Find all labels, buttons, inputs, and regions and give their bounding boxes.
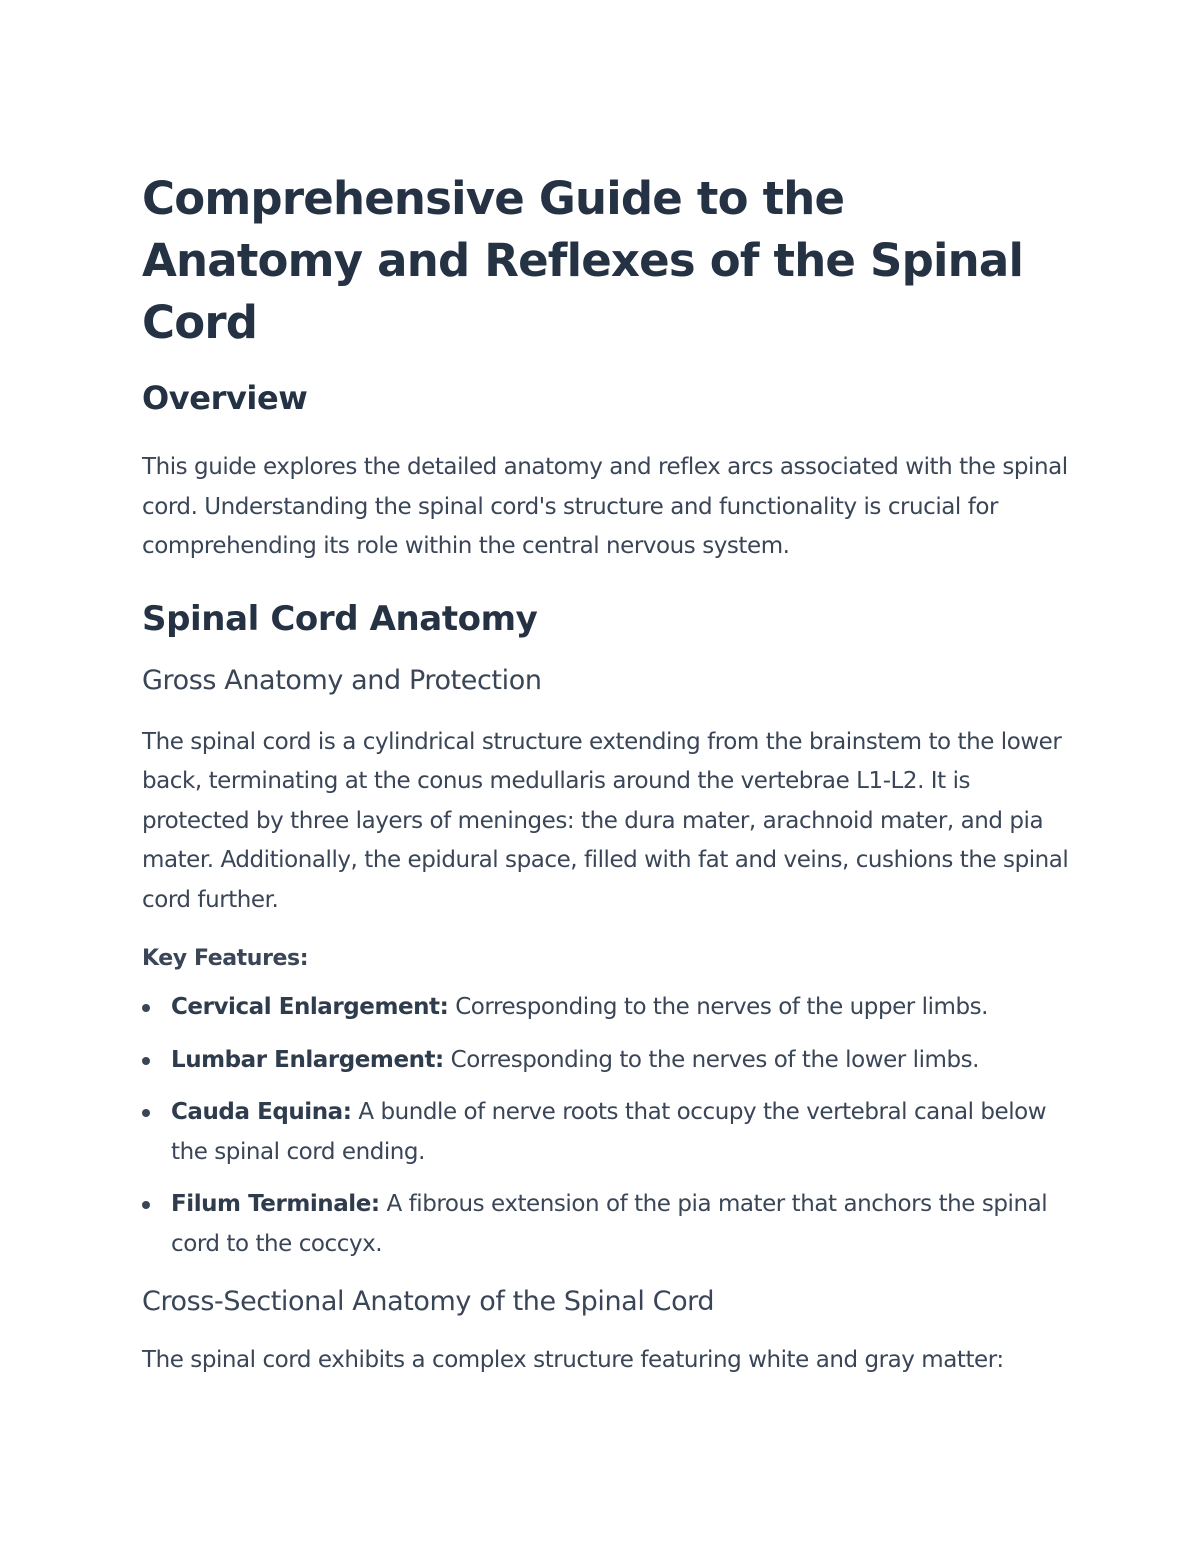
list-item: Filum Terminale: A fibrous extension of … <box>142 1185 1072 1264</box>
key-features-list: Cervical Enlargement: Corresponding to t… <box>142 988 1072 1264</box>
list-item: Lumbar Enlargement: Corresponding to the… <box>142 1041 1072 1081</box>
bullet-icon <box>142 1056 150 1065</box>
bullet-icon <box>142 1201 150 1209</box>
feature-term: Cauda Equina: <box>171 1099 352 1125</box>
gross-anatomy-paragraph: The spinal cord is a cylindrical structu… <box>142 728 1069 913</box>
feature-description: A bundle of nerve roots that occupy the … <box>171 1099 1047 1165</box>
document-page: Comprehensive Guide to the Anatomy and R… <box>142 168 1072 1381</box>
list-item: Cauda Equina: A bundle of nerve roots th… <box>142 1093 1072 1172</box>
feature-term: Lumbar Enlargement: <box>171 1046 444 1073</box>
bullet-icon <box>142 1109 150 1117</box>
overview-heading: Overview <box>142 379 308 417</box>
cross-sectional-heading: Cross-Sectional Anatomy of the Spinal Co… <box>142 1286 715 1317</box>
list-item: Cervical Enlargement: Corresponding to t… <box>142 988 1072 1028</box>
feature-description: A fibrous extension of the pia mater tha… <box>171 1191 1048 1257</box>
feature-term: Cervical Enlargement: <box>171 994 449 1020</box>
cross-sectional-paragraph: The spinal cord exhibits a complex struc… <box>142 1347 1004 1373</box>
feature-term: Filum Terminale: <box>171 1191 380 1217</box>
feature-description: Corresponding to the nerves of the lower… <box>443 1046 980 1073</box>
bullet-icon <box>142 1004 150 1012</box>
overview-paragraph: This guide explores the detailed anatomy… <box>142 454 1068 559</box>
feature-description: Corresponding to the nerves of the upper… <box>448 994 989 1020</box>
spinal-cord-anatomy-heading: Spinal Cord Anatomy <box>142 598 538 639</box>
key-features-label: Key Features: <box>142 946 309 971</box>
gross-anatomy-heading: Gross Anatomy and Protection <box>142 664 542 696</box>
document-title: Comprehensive Guide to the Anatomy and R… <box>142 172 1024 349</box>
